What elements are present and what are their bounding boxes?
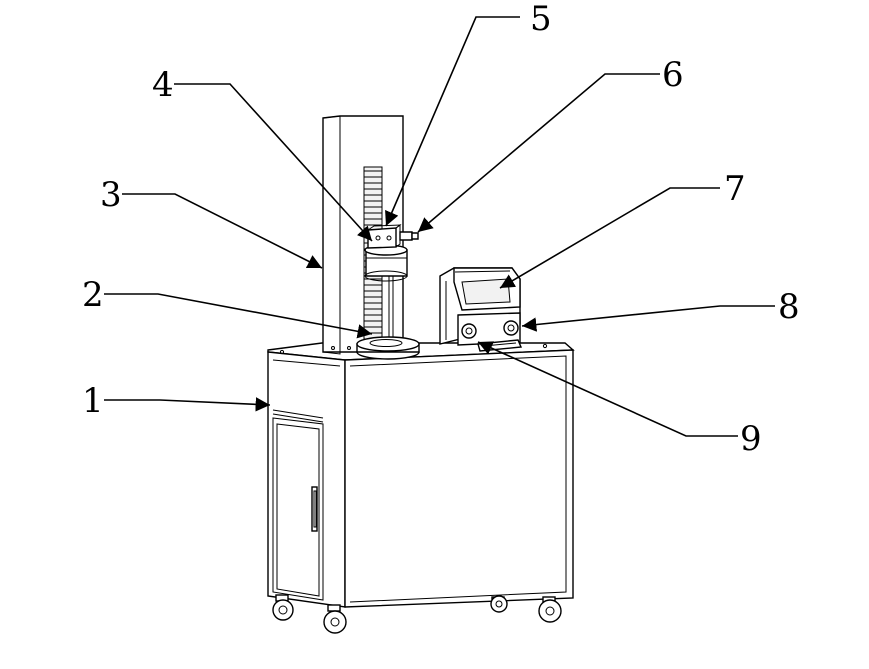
- callout-3: 3: [100, 175, 122, 215]
- control-unit: [439, 267, 523, 352]
- leader-9: [477, 341, 738, 437]
- display-screen: [461, 278, 511, 305]
- caster-wheels: [272, 594, 562, 634]
- leader-3: [122, 193, 323, 269]
- leader-6: [417, 73, 660, 233]
- leader-4: [174, 83, 373, 242]
- leader-8: [521, 305, 775, 332]
- knob-right-icon: [503, 320, 519, 336]
- probe-sensor: [399, 231, 413, 241]
- callout-2: 2: [82, 275, 104, 315]
- clamp-block: [367, 227, 397, 249]
- callout-9: 9: [740, 419, 762, 459]
- leader-lines: [104, 16, 775, 437]
- cabinet: [267, 342, 575, 608]
- callout-7: 7: [724, 169, 746, 209]
- knob-left-icon: [461, 323, 477, 339]
- caster-wheel-icon: [272, 594, 294, 621]
- cabinet-door: [272, 417, 324, 601]
- caster-wheel-icon: [538, 596, 562, 623]
- leader-2: [104, 293, 373, 339]
- callout-4: 4: [152, 65, 174, 105]
- callout-labels: 1 2 3 4 5 6 7 8 9: [82, 0, 800, 459]
- sample-base-plate: [356, 336, 420, 360]
- callout-8: 8: [778, 287, 800, 327]
- caster-wheel-icon: [323, 604, 347, 634]
- leader-7: [499, 187, 720, 289]
- clamp-carriage: [364, 224, 419, 282]
- leader-5: [385, 16, 520, 227]
- callout-1: 1: [82, 381, 104, 421]
- leader-1: [104, 397, 271, 412]
- caster-wheel-icon: [490, 595, 508, 613]
- callout-6: 6: [662, 55, 684, 95]
- callout-5: 5: [530, 0, 552, 39]
